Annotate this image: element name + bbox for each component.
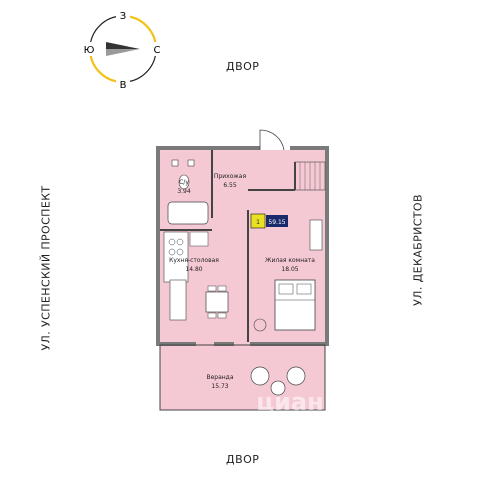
entrance-door <box>259 129 285 151</box>
hall-area: 6.55 <box>223 182 237 189</box>
wardrobe <box>294 161 326 191</box>
compass-needle-dark <box>106 42 140 49</box>
veranda-outline <box>159 344 326 411</box>
bathtub <box>167 201 209 225</box>
bed <box>274 279 316 331</box>
rooms-count: 1 <box>256 219 260 226</box>
veranda-area: 15.73 <box>211 383 228 390</box>
kitchen-counter <box>163 231 189 283</box>
label-street-left: УЛ. УСПЕНСКИЙ ПРОСПЕКТ <box>16 153 76 383</box>
watermark: циан <box>256 388 323 416</box>
label-street-right-text: УЛ. ДЕКАБРИСТОВ <box>411 194 425 306</box>
toilet <box>178 174 190 190</box>
compass-west: Ю <box>84 45 95 56</box>
compass-north: З <box>120 11 126 22</box>
dining-table <box>205 291 229 313</box>
bathroom-name: С/у <box>179 179 189 186</box>
veranda-chair-2 <box>286 366 306 386</box>
floor-plan: С/у 3.94 Прихожая 6.55 Кухня-столовая 14… <box>156 129 329 416</box>
kitchen-area: 14.80 <box>185 266 202 273</box>
veranda-chair-1 <box>250 366 270 386</box>
label-yard-top: ДВОР <box>226 60 260 73</box>
rooms-count-badge <box>250 213 266 229</box>
kitchen-name: Кухня-столовая <box>169 257 219 264</box>
apartment-badge: 1 59.15 <box>250 213 288 229</box>
sofa <box>169 279 187 321</box>
label-street-right: УЛ. ДЕКАБРИСТОВ <box>388 170 448 330</box>
bathroom-area: 3.94 <box>177 188 191 195</box>
desk <box>309 219 323 251</box>
label-street-left-text: УЛ. УСПЕНСКИЙ ПРОСПЕКТ <box>39 185 53 351</box>
compass: З В Ю С <box>82 8 164 90</box>
living-name: Жилая комната <box>265 257 315 264</box>
total-area: 59.15 <box>268 219 285 226</box>
compass-east: С <box>154 45 161 56</box>
hall-name: Прихожая <box>214 173 247 180</box>
compass-needle-light <box>106 49 140 56</box>
veranda-table <box>270 380 286 396</box>
living-area: 18.05 <box>281 266 298 273</box>
compass-south: В <box>120 80 127 90</box>
plant <box>253 318 267 332</box>
label-yard-bottom: ДВОР <box>226 453 260 466</box>
total-area-badge <box>266 215 288 227</box>
veranda-name: Веранда <box>206 374 233 381</box>
sink <box>189 231 209 247</box>
